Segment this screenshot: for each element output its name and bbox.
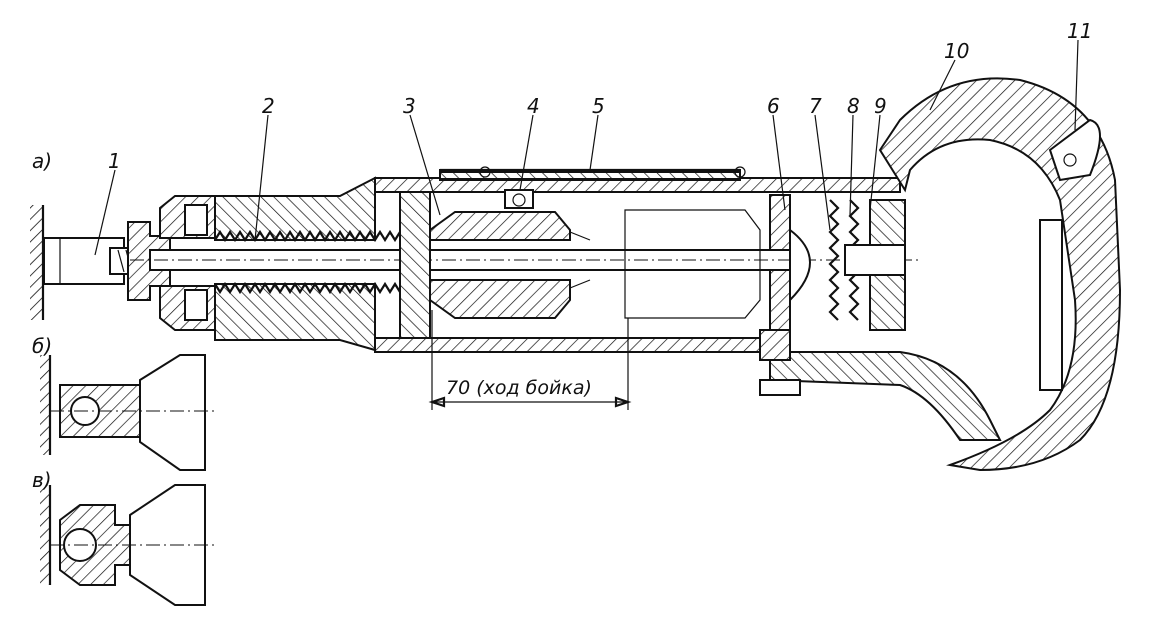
rear-valve-block [769,194,906,331]
callout-10: 10 [944,39,969,63]
air-valve [504,189,534,209]
callout-5: 5 [592,94,605,118]
striker-end-position [624,209,761,319]
stroke-dimension [428,310,632,410]
work-surface-a [30,205,45,320]
callout-3: 3 [403,94,416,118]
callout-4: 4 [527,94,540,118]
callout-2: 2 [262,94,275,118]
bottom-fitting [759,329,801,396]
view-label-a: а) [32,149,52,173]
callout-leaders [94,39,1079,256]
callout-11: 11 [1067,19,1092,43]
view-labels: а) б) в) [32,149,52,492]
central-rod [130,249,920,271]
callout-7: 7 [809,94,822,118]
callout-numbers: 1 2 3 4 5 6 7 8 9 10 11 [108,19,1092,173]
view-a [30,39,1122,472]
callout-1: 1 [108,149,121,173]
air-tube [439,166,746,180]
striker [429,211,591,319]
view-b [40,354,215,471]
callout-8: 8 [847,94,860,118]
view-v [40,484,215,606]
view-label-v: в) [32,468,52,492]
front-nose-housing [127,176,376,352]
trigger-lever [1048,118,1101,182]
view-label-b: б) [32,334,52,358]
stroke-dimension-label: 70 (ход бойка) [446,377,592,399]
callout-9: 9 [874,94,887,118]
callout-6: 6 [767,94,780,118]
return-spring [214,229,426,295]
